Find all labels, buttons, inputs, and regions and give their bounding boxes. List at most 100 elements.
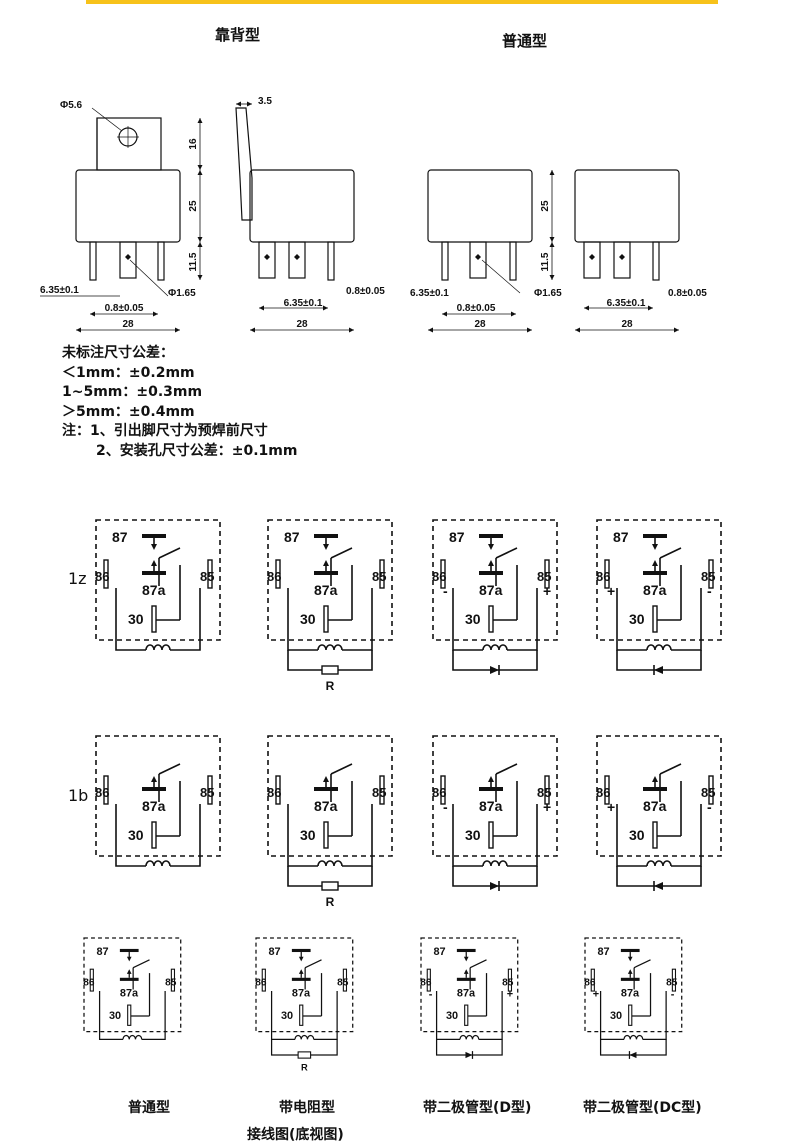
pin-30-blade	[151, 605, 157, 633]
resistor	[321, 665, 339, 675]
dim-total-text-2: 28	[296, 319, 308, 330]
pin-86-blade	[103, 775, 109, 805]
pin-label-30: 30	[281, 1010, 293, 1022]
pin-side-1	[258, 241, 276, 279]
pin-85-blade	[708, 559, 714, 589]
dim-pins-text-1: 11.5	[188, 252, 199, 271]
armature-arm	[158, 763, 181, 775]
dim-pitch-text-4: 6.35±0.1	[607, 298, 646, 309]
pin-30-blade	[628, 1004, 633, 1026]
pin-left-front	[89, 241, 97, 281]
pin-86-blade	[604, 559, 610, 589]
coil-wire-right	[141, 991, 166, 1041]
contact-87a-arrow	[323, 776, 329, 782]
contact-87-arrow	[126, 956, 132, 962]
contact-87a-bar	[291, 977, 311, 981]
pin-label-86: 86	[95, 785, 109, 800]
pin-ns-2-dot	[619, 254, 625, 260]
dim-pinhole-text-3: Φ1.65	[534, 288, 562, 299]
coil-winding	[646, 644, 672, 651]
dim-pitch-4-arrow-r	[648, 305, 653, 311]
contact-87a-arrow	[298, 969, 304, 974]
pin-label-87a: 87a	[142, 582, 166, 598]
pin-85-blade	[671, 968, 677, 992]
pin-label-87a: 87a	[292, 988, 311, 1000]
pin-85-blade	[170, 968, 176, 992]
contact-87a-arrow	[627, 969, 633, 974]
dim-width-3-arrow-r	[511, 311, 516, 317]
coil-winding	[482, 860, 508, 867]
pin-label-85: 85	[372, 569, 386, 584]
pin-85-blade	[207, 775, 213, 805]
dim-width-text-3: 0.8±0.05	[457, 303, 496, 314]
dim-pitch-2-arrow-r	[323, 305, 328, 311]
contact-87a-bar	[314, 787, 338, 791]
diode-triangle	[465, 1051, 473, 1059]
pin-30-blade	[488, 821, 494, 849]
pin-label-30: 30	[446, 1010, 458, 1022]
dim-total-3-arrow-l	[428, 327, 433, 333]
pin-label-86: 86	[432, 785, 446, 800]
coil-winding	[459, 1034, 480, 1040]
pin-ns-3	[652, 241, 660, 281]
dim-pitch-text-3: 6.35±0.1	[410, 288, 449, 299]
tolerance-line-3: ＞5mm：±0.4mm	[62, 403, 195, 420]
coil-winding	[482, 644, 508, 651]
resistor	[297, 1051, 312, 1059]
caption-diode-dc: 带二极管型(DC型)	[583, 1100, 702, 1116]
contact-87a-arrow	[652, 776, 658, 782]
dim-pinhole-text-1: Φ1.65	[168, 288, 196, 299]
coil-winding	[145, 860, 171, 867]
dashed-housing	[596, 519, 722, 641]
pin-30-blade	[323, 821, 329, 849]
contact-87a-arrow	[463, 969, 469, 974]
pin-label-85: 85	[165, 978, 177, 989]
tolerance-notes: 未标注尺寸公差： ＜1mm：±0.2mm 1~5mm：±0.3mm ＞5mm：±…	[62, 344, 297, 461]
dim-width-text-2: 0.8±0.05	[346, 286, 385, 297]
pin-label-30: 30	[109, 1010, 121, 1022]
coil-wire-right	[170, 588, 201, 651]
dim-total-4-arrow-l	[575, 327, 580, 333]
pin-side-3	[327, 241, 335, 281]
contact-87-arrow	[151, 544, 157, 550]
header-back-mount: 靠背型	[215, 26, 261, 44]
pin-86-blade	[261, 968, 266, 992]
coil-wire-left	[115, 804, 146, 867]
pin-n-center	[469, 241, 487, 279]
coil-wire-right	[170, 804, 201, 867]
diode-triangle	[490, 882, 499, 890]
armature-arm	[132, 959, 150, 969]
pin-label-30: 30	[629, 611, 645, 627]
dim-pitch-2-arrow-l	[259, 305, 264, 311]
pin-label-86: 86	[267, 785, 281, 800]
parallel-branch	[452, 650, 538, 671]
contact-87a-arrow	[151, 560, 157, 566]
diode-triangle	[629, 1051, 637, 1059]
pin-85-blade	[544, 559, 550, 589]
pin-label-86: 86	[83, 978, 95, 989]
remark-1: 注：1、引出脚尺寸为预焊前尺寸	[62, 423, 268, 439]
dim-width-1-arrow-r	[153, 311, 158, 317]
contact-87-bar	[119, 948, 139, 953]
dim-bracket-text: 16	[188, 138, 199, 150]
contact-87a-bar	[620, 977, 640, 981]
pin-right-front	[157, 241, 165, 281]
relay-body-side	[249, 169, 355, 243]
polarity-85: +	[543, 799, 551, 815]
contact-87-arrow	[298, 956, 304, 962]
contact-87-arrow	[323, 544, 329, 550]
pin-label-87: 87	[613, 529, 629, 545]
pin-30-blade	[488, 605, 494, 633]
pin-85-blade	[379, 559, 385, 589]
contact-87a-arrow	[488, 560, 494, 566]
pin-side-2	[288, 241, 306, 279]
pin-label-30: 30	[128, 827, 144, 843]
